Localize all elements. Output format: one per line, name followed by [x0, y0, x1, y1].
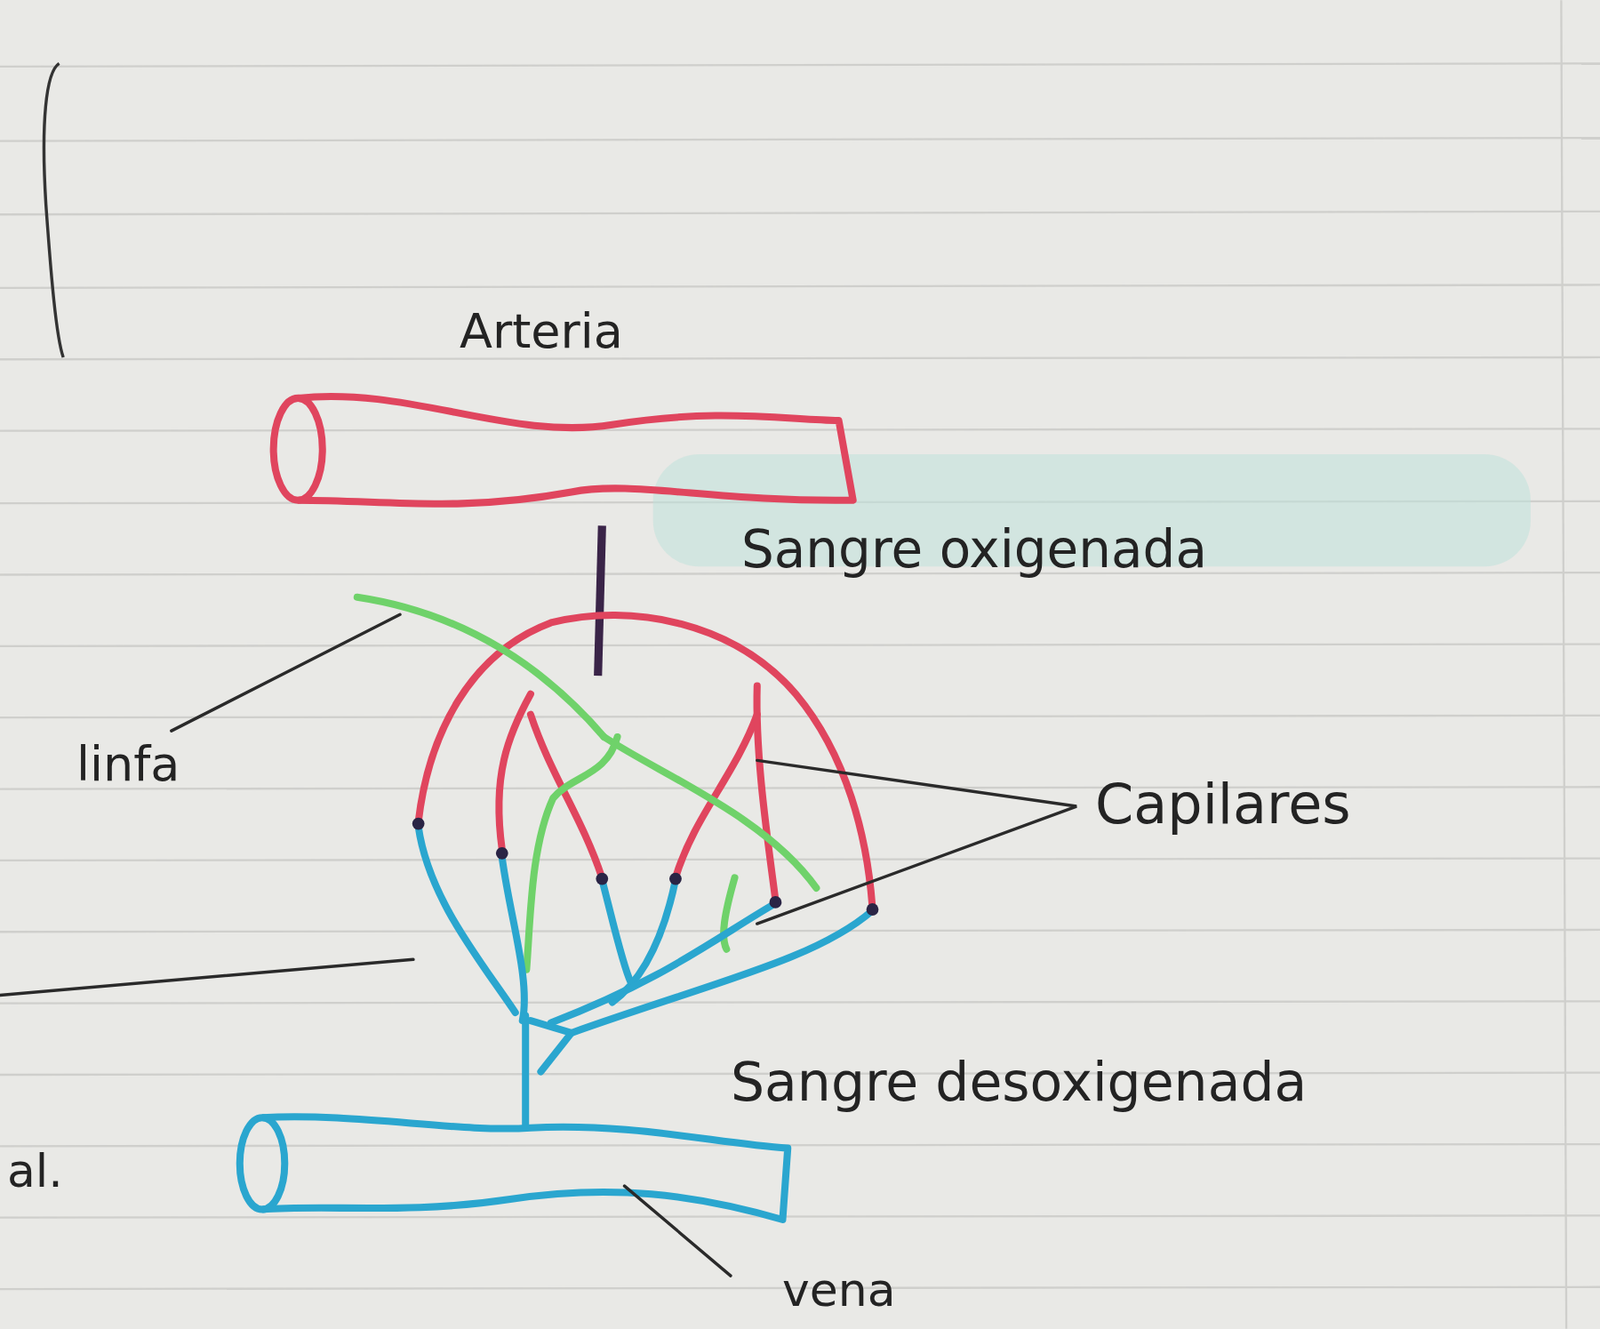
leader-lines: [0, 614, 1077, 1276]
vein-label: vena: [782, 1265, 896, 1315]
lymph-label: linfa: [76, 739, 180, 791]
capillary-tips: [412, 817, 880, 916]
artery-label: Arteria: [459, 306, 624, 358]
vein-tube: [240, 1116, 788, 1220]
margin-note: al.: [7, 1146, 64, 1196]
capillary-label: Capilares: [1095, 775, 1352, 833]
margin-bracket: [43, 63, 64, 358]
capillaries-red: [418, 615, 873, 909]
blood-flow-line: [598, 525, 603, 676]
flow-label: Sangre desoxigenada: [730, 1054, 1307, 1111]
flow-label: Sangre oxigenada: [741, 522, 1208, 577]
lymph-vessel: [357, 597, 817, 970]
artery-tube: [273, 396, 854, 504]
